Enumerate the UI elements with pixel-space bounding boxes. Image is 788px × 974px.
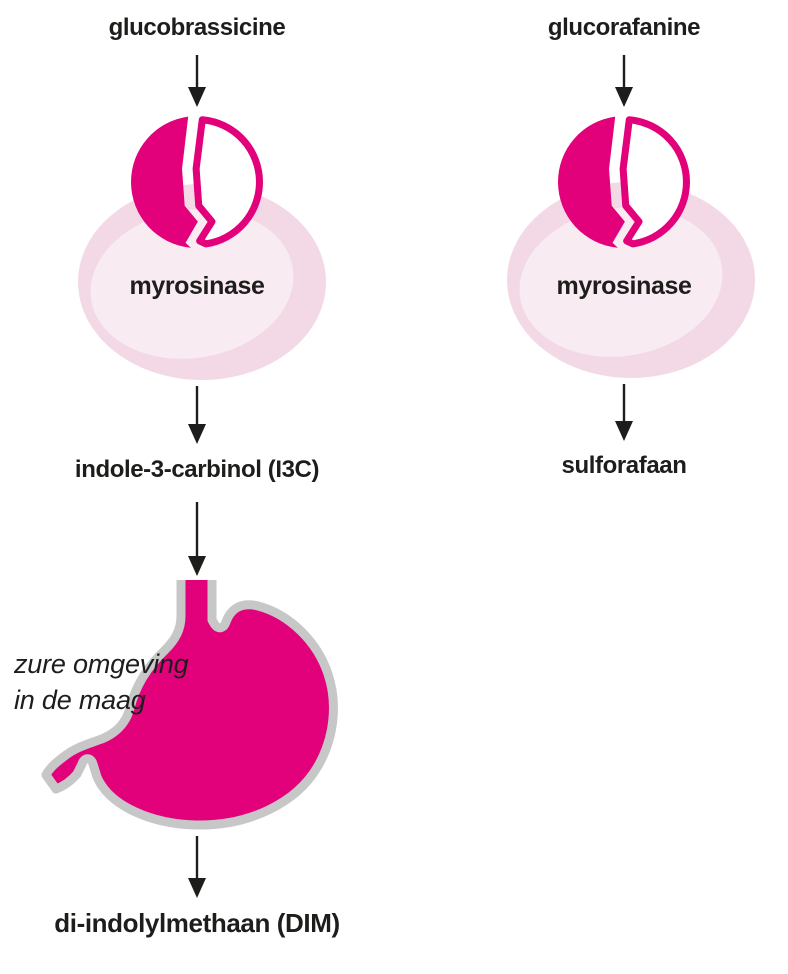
product-label-right: sulforafaan [561,452,687,479]
product-label-left: di-indolylmethaan (DIM) [54,908,340,938]
substrate-label-right: glucorafanine [547,14,701,41]
arrow-down-icon [615,384,633,441]
stomach-condition-line2: in de maag [14,685,146,715]
arrow-down-icon [188,836,206,898]
split-circle-enzyme-icon [131,116,263,248]
split-circle-enzyme-icon [558,116,690,248]
stomach-condition-note: zure omgeving in de maag [14,646,189,718]
intermediate-label-left: indole-3-carbinol (I3C) [74,456,320,483]
stomach-icon [41,580,338,830]
arrow-down-icon [615,55,633,107]
arrow-down-icon [188,55,206,107]
substrate-label-left: glucobrassicine [108,14,286,41]
stomach-condition-line1: zure omgeving [14,649,189,679]
enzyme-label-right: myrosinase [556,272,692,300]
arrow-down-icon [188,502,206,576]
enzyme-label-left: myrosinase [129,272,265,300]
arrow-down-icon [188,386,206,444]
